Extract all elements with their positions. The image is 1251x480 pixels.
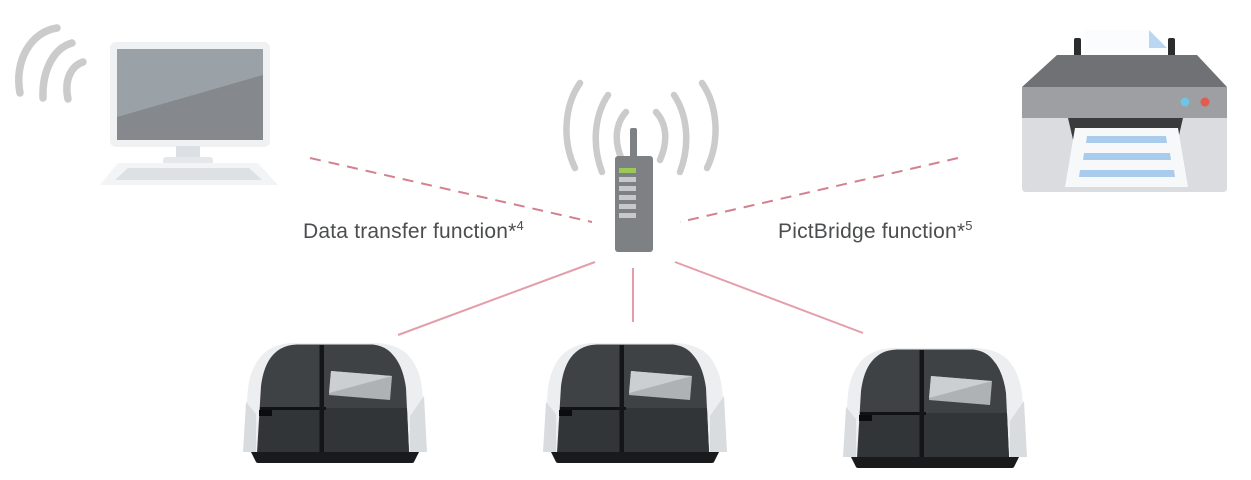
pictbridge-function-label: PictBridge function*5	[778, 218, 973, 244]
data-transfer-function-label: Data transfer function*4	[303, 218, 524, 244]
label-printer-icon	[243, 343, 427, 463]
solid-line-router-to-label-printer-3	[674, 261, 864, 334]
router-antenna	[630, 128, 637, 162]
printer-output-page	[1065, 128, 1188, 187]
data-transfer-function-text: Data transfer function*	[303, 220, 517, 243]
printer-power-button	[1180, 97, 1190, 107]
solid-line-router-to-label-printer-1	[397, 261, 596, 336]
router-indicator-lights	[619, 168, 636, 218]
wireless-signal-icon	[15, 24, 87, 103]
dashed-line-router-to-printer	[679, 157, 959, 223]
pictbridge-footnote-number: 5	[965, 218, 973, 233]
pictbridge-function-text: PictBridge function*	[778, 220, 966, 243]
wireless-router-icon	[563, 79, 719, 252]
printer-control-band	[1022, 87, 1227, 118]
data-transfer-footnote-number: 4	[516, 218, 524, 233]
monitor-stand	[176, 146, 200, 159]
dashed-line-router-to-computer	[309, 157, 593, 223]
label-printer-icon	[543, 343, 727, 463]
router-signal-waves	[563, 79, 719, 176]
label-printer-icon	[843, 348, 1027, 468]
printer-top-cover	[1022, 55, 1227, 87]
desktop-computer-icon	[100, 42, 278, 185]
printer-cancel-button	[1200, 97, 1210, 107]
printer-icon	[1022, 30, 1227, 192]
